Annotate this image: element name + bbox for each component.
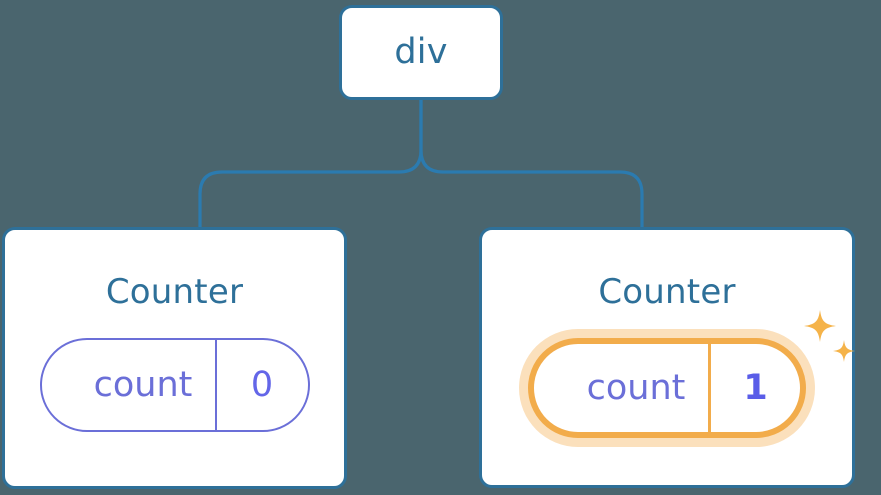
state-key-cell-left: count [42, 340, 217, 430]
state-pill-wrapper-right: count 1 [528, 310, 855, 438]
node-div[interactable]: div [339, 5, 503, 100]
node-div-label: div [394, 32, 448, 72]
state-pill-wrapper-left: count 0 [39, 338, 310, 432]
sparkle-four-point-small-icon [833, 340, 855, 362]
sparkles-group [804, 310, 855, 362]
node-counter-left-title: Counter [105, 272, 244, 312]
state-value-label-right: 1 [743, 367, 768, 408]
sparkle-four-point-icon [804, 310, 836, 342]
state-key-cell-right: count [534, 344, 711, 432]
state-value-cell-right: 1 [711, 344, 800, 432]
node-counter-right-title: Counter [598, 272, 736, 312]
connector-right-branch [419, 98, 644, 230]
state-value-label-left: 0 [250, 364, 274, 405]
state-pill-left[interactable]: count 0 [39, 338, 310, 432]
node-counter-left[interactable]: Counter count 0 [2, 227, 347, 489]
state-key-label-left: count [93, 364, 193, 405]
state-key-label-right: count [586, 367, 686, 408]
connector-left-branch [198, 98, 423, 230]
node-counter-right[interactable]: Counter count 1 [479, 227, 855, 488]
state-value-cell-left: 0 [217, 340, 308, 430]
state-pill-right-highlighted[interactable]: count 1 [528, 338, 806, 438]
